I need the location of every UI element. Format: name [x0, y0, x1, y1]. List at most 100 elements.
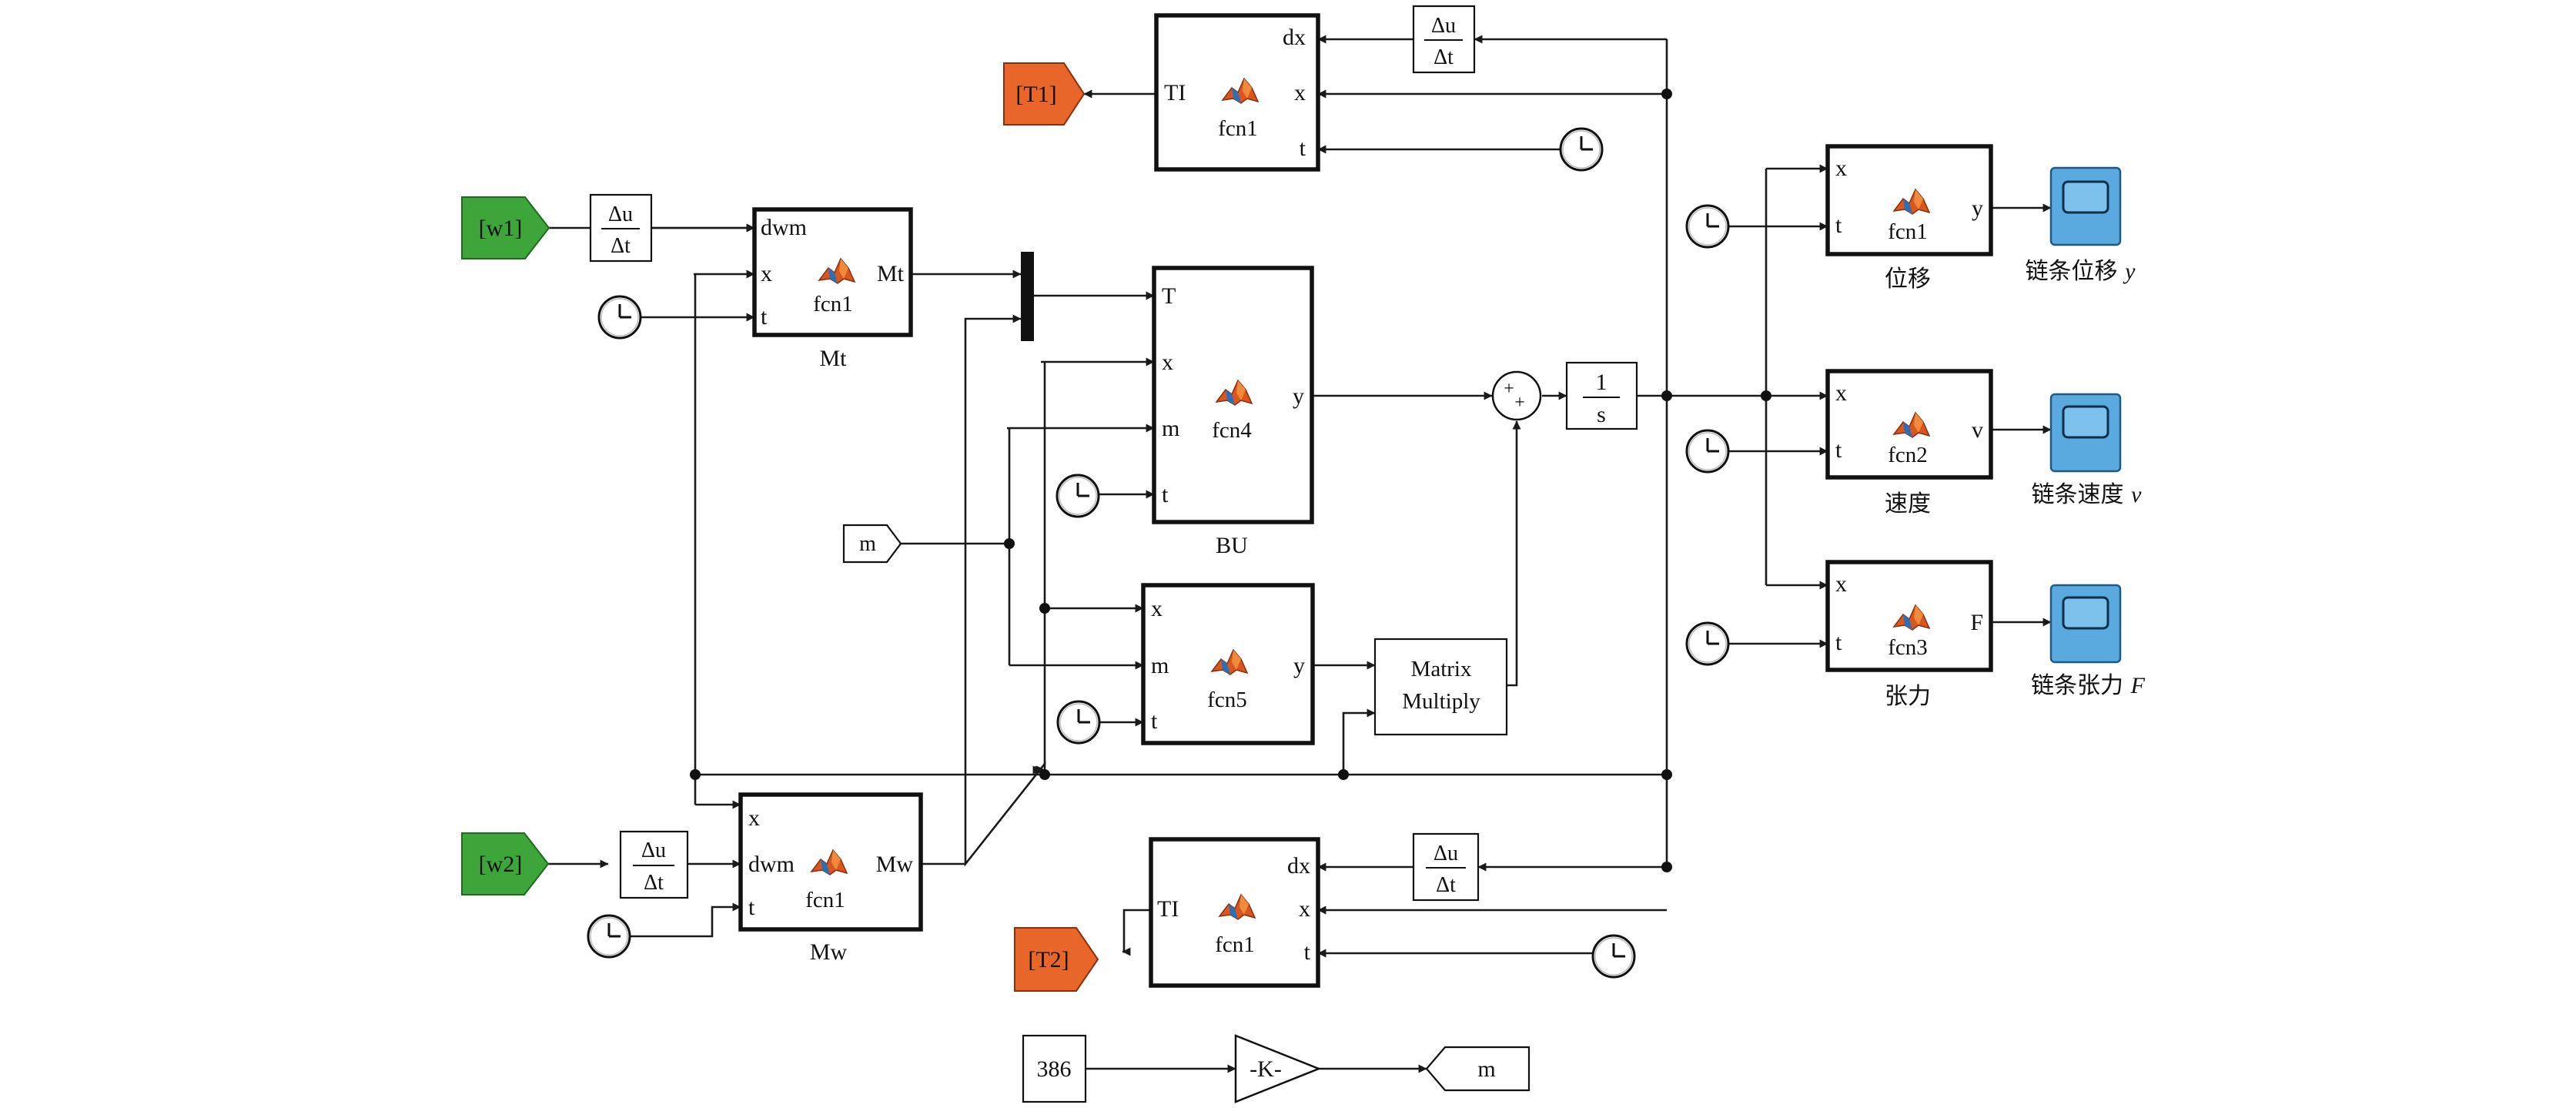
derivative-t2-bottom: Δt — [1436, 873, 1456, 897]
bu-port-x: x — [1162, 350, 1173, 375]
wire-matrix-to-sum — [1507, 420, 1521, 687]
scope-y-label: 链条位移 y — [2026, 258, 2136, 285]
derivative-w1-top: Δu — [608, 203, 633, 226]
scope-v-label: 链条速度 v — [2032, 481, 2143, 508]
block-ten[interactable]: x t F fcn3 张力 — [1825, 560, 1993, 710]
clock-mt[interactable] — [597, 295, 642, 340]
clock-fcn5[interactable] — [1056, 700, 1101, 745]
derivative-t2[interactable]: Δu Δt — [1412, 832, 1480, 902]
scope-f[interactable]: 链条张力 F — [2031, 584, 2146, 699]
bu-port-t: t — [1162, 482, 1169, 507]
goto-t1[interactable]: [T1] — [1003, 62, 1086, 126]
vel-frame — [1825, 369, 1993, 480]
sum-sign-1: + — [1504, 379, 1514, 399]
ten-port-f: F — [1970, 610, 1983, 635]
t2-port-t: t — [1304, 939, 1311, 965]
pos-port-x: x — [1835, 156, 1847, 181]
clock-pos[interactable] — [1685, 204, 1730, 249]
scope-y[interactable]: 链条位移 y — [2026, 166, 2136, 285]
clock-icon — [1685, 621, 1730, 666]
vel-caption: 速度 — [1885, 490, 1931, 517]
clock-icon — [1055, 474, 1100, 518]
ten-port-t: t — [1835, 630, 1842, 655]
clock-bu[interactable] — [1055, 474, 1100, 518]
scope-f-label: 链条张力 F — [2031, 672, 2146, 699]
from-m[interactable]: m — [842, 524, 902, 564]
clock-icon — [1685, 204, 1730, 249]
derivative-t2-top: Δu — [1434, 842, 1458, 865]
derivative-w2[interactable]: Δu Δt — [619, 830, 689, 899]
goto-m-label: m — [1477, 1056, 1495, 1082]
scope-v[interactable]: 链条速度 v — [2032, 393, 2143, 508]
integrator-block[interactable]: 1 s — [1565, 361, 1638, 430]
sum-block[interactable]: + + — [1491, 370, 1542, 421]
clock-mw[interactable] — [587, 914, 631, 959]
mux-bar[interactable] — [1021, 252, 1034, 341]
mw-port-x: x — [748, 805, 760, 831]
mw-caption: Mw — [810, 939, 848, 965]
fcn5-port-x: x — [1151, 596, 1163, 621]
mt-fn-name: fcn1 — [813, 292, 853, 316]
goto-m-shape — [1425, 1046, 1531, 1092]
constant-block[interactable]: 386 — [1022, 1034, 1087, 1103]
clock-ten[interactable] — [1685, 621, 1730, 666]
derivative-t1-bottom: Δt — [1434, 45, 1454, 69]
from-w2-label: [w2] — [479, 852, 523, 877]
clock-vel[interactable] — [1685, 429, 1730, 474]
clock-t1[interactable] — [1559, 127, 1604, 172]
mw-port-t: t — [748, 895, 755, 920]
vel-port-v: v — [1972, 417, 1983, 443]
clock-icon — [1056, 700, 1101, 745]
t2-port-dx: dx — [1287, 853, 1310, 879]
block-t1[interactable]: dx x t TI fcn1 — [1154, 13, 1320, 172]
block-pos[interactable]: x t y fcn1 位移 — [1825, 144, 1993, 293]
mw-port-out: Mw — [876, 852, 914, 877]
ten-caption: 张力 — [1885, 683, 1931, 710]
junction-dots — [690, 89, 1771, 872]
from-w1-label: [w1] — [479, 216, 523, 241]
gain-label: -K- — [1250, 1056, 1282, 1082]
from-w1[interactable]: [w1] — [461, 196, 550, 259]
fcn5-port-t: t — [1151, 708, 1158, 734]
integrator-frame — [1565, 361, 1638, 430]
t1-port-t: t — [1300, 136, 1306, 161]
block-vel[interactable]: x t v fcn2 速度 — [1825, 369, 1993, 517]
goto-t2[interactable]: [T2] — [1014, 927, 1099, 992]
block-bu[interactable]: T x m t y fcn4 BU — [1152, 266, 1314, 558]
from-w2[interactable]: [w2] — [461, 832, 550, 895]
scope-screen — [2062, 596, 2109, 630]
fcn5-port-m: m — [1151, 653, 1169, 678]
goto-m[interactable]: m — [1425, 1046, 1531, 1092]
matrix-label-2: Multiply — [1402, 689, 1480, 714]
scope-screen — [2062, 405, 2109, 439]
t1-port-ti: TI — [1164, 80, 1186, 105]
wire-clock-to-mw-t — [629, 902, 741, 938]
from-w1-shape — [461, 196, 550, 259]
clock-icon — [1559, 127, 1604, 172]
block-mt[interactable]: dwm x t Mt fcn1 Mt — [752, 207, 913, 371]
t1-port-dx: dx — [1283, 25, 1306, 50]
matrix-multiply-block[interactable]: Matrix Multiply — [1373, 638, 1508, 736]
from-m-label: m — [859, 532, 876, 556]
clock-icon — [1591, 934, 1636, 979]
pos-port-y: y — [1972, 196, 1983, 221]
pos-caption: 位移 — [1885, 266, 1931, 293]
pos-fn-name: fcn1 — [1888, 219, 1928, 244]
block-mw[interactable]: x dwm t Mw fcn1 Mw — [738, 792, 923, 965]
fcn5-port-y: y — [1293, 653, 1305, 678]
bu-caption: BU — [1216, 533, 1248, 558]
block-fcn5[interactable]: x m t y fcn5 — [1141, 583, 1315, 745]
sum-sign-2: + — [1514, 393, 1525, 413]
clock-t2[interactable] — [1591, 934, 1636, 979]
bu-fn-name: fcn4 — [1212, 418, 1252, 443]
goto-t2-label: [T2] — [1028, 947, 1069, 972]
derivative-t1[interactable]: Δu Δt — [1412, 5, 1476, 74]
from-w2-shape — [461, 832, 550, 895]
sum-icon — [1491, 370, 1542, 421]
derivative-w1[interactable]: Δu Δt — [589, 193, 653, 263]
clock-icon — [587, 914, 631, 959]
gain-block[interactable]: -K- — [1234, 1034, 1322, 1103]
mw-port-dwm: dwm — [748, 852, 795, 877]
block-t2[interactable]: dx x t TI fcn1 — [1149, 837, 1320, 988]
